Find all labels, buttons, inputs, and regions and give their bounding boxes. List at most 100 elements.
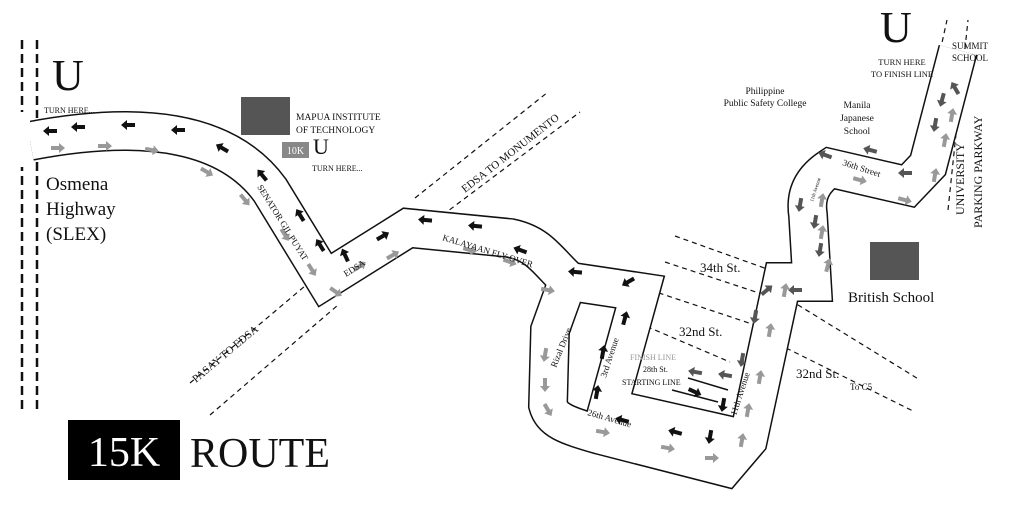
direction-arrow-icon <box>852 175 867 186</box>
summit-school-label: SCHOOL <box>952 53 988 63</box>
direction-arrow-icon <box>215 143 230 154</box>
28th-st-label: 28th St. <box>643 365 668 374</box>
direction-arrow-icon <box>418 214 433 225</box>
direction-arrow-icon <box>863 144 878 155</box>
direction-arrow-icon <box>621 276 636 287</box>
direction-arrow-icon <box>817 225 828 240</box>
direction-arrow-icon <box>340 248 350 263</box>
university-parkway-label: PARKING PARKWAY <box>971 115 985 228</box>
direction-arrow-icon <box>199 166 214 177</box>
direction-arrow-icon <box>929 117 940 132</box>
direction-arrow-icon <box>620 311 631 326</box>
direction-arrows <box>43 81 961 463</box>
direction-arrow-icon <box>144 145 159 156</box>
direction-arrow-icon <box>353 261 366 272</box>
route-distance-badge: 15K <box>88 430 160 476</box>
osmena-label: (SLEX) <box>46 224 106 245</box>
turn-here-left: TURN HERE... <box>44 106 95 115</box>
direction-arrow-icon <box>542 402 553 417</box>
direction-arrow-icon <box>749 309 760 324</box>
route-road <box>0 44 978 490</box>
osmena-highway-lines <box>20 40 39 412</box>
osmena-label: Highway <box>46 199 116 220</box>
direction-arrow-icon <box>615 414 630 425</box>
direction-arrow-icon <box>818 149 833 160</box>
direction-arrow-icon <box>755 370 766 385</box>
direction-arrow-icon <box>940 133 951 148</box>
finish-line-label: FINISH LINE <box>630 353 676 362</box>
edsa-to-monumento-label: EDSA TO MONUMENTO <box>459 112 561 196</box>
turn-here-finish: TURN HERE <box>878 57 925 67</box>
british-school-building <box>870 242 919 280</box>
direction-arrow-icon <box>51 143 65 153</box>
32nd-st-label: 32nd St. <box>796 366 839 381</box>
summit-school-label: SUMMIT <box>952 41 989 51</box>
10k-tag <box>282 142 309 158</box>
route-title-label: ROUTE <box>190 431 330 477</box>
direction-arrow-icon <box>592 385 603 400</box>
direction-arrow-icon <box>687 387 702 397</box>
direction-arrow-icon <box>540 378 550 392</box>
manila-japanese-school-label: School <box>844 127 871 137</box>
turn-here-10k: TURN HERE... <box>312 164 363 173</box>
direction-arrow-icon <box>375 231 390 242</box>
direction-arrow-icon <box>705 453 719 463</box>
direction-arrow-icon <box>295 209 306 222</box>
turn-here-finish: TO FINISH LINE <box>871 69 933 79</box>
direction-arrow-icon <box>468 220 483 231</box>
direction-arrow-icon <box>171 125 185 135</box>
direction-arrow-icon <box>595 427 610 438</box>
direction-arrow-icon <box>540 285 555 296</box>
direction-arrow-icon <box>660 443 675 454</box>
direction-arrow-icon <box>780 283 791 298</box>
direction-arrow-icon <box>947 108 958 123</box>
direction-arrow-icon <box>257 169 269 182</box>
direction-arrow-icon <box>121 120 135 130</box>
u-turn-icon: U <box>313 134 329 159</box>
ppsc-label: Philippine <box>745 87 784 97</box>
direction-arrow-icon <box>950 81 961 96</box>
route-title: 15K ROUTE <box>68 420 330 480</box>
direction-arrow-icon <box>98 141 112 151</box>
direction-arrow-icon <box>736 352 747 367</box>
direction-arrow-icon <box>765 323 776 338</box>
pasay-to-edsa-label: PASAY TO EDSA <box>190 323 261 385</box>
direction-arrow-icon <box>539 347 550 362</box>
mapua-label: MAPUA INSTITUTE <box>296 113 381 123</box>
direction-arrow-icon <box>385 250 400 261</box>
direction-arrow-icon <box>809 214 820 229</box>
u-turn-icon: U <box>880 3 912 52</box>
ppsc-label: Public Safety College <box>724 98 807 109</box>
mapua-building <box>241 97 290 135</box>
to-c5-label: To C5 <box>850 382 873 392</box>
direction-arrow-icon <box>306 263 317 276</box>
mapua-label: OF TECHNOLOGY <box>296 126 375 136</box>
direction-arrow-icon <box>814 242 825 257</box>
direction-arrow-icon <box>315 239 326 252</box>
34th-st-label: 34th St. <box>700 260 740 275</box>
direction-arrow-icon <box>238 193 250 206</box>
u-turn-icon: U <box>52 51 84 100</box>
32nd-st-label: 32nd St. <box>679 324 722 339</box>
manila-japanese-school-label: Japanese <box>840 114 874 124</box>
direction-arrow-icon <box>936 92 947 107</box>
direction-arrow-icon <box>788 285 802 295</box>
direction-arrow-icon <box>794 197 805 212</box>
direction-arrow-icon <box>568 266 583 277</box>
direction-arrow-icon <box>43 126 57 136</box>
osmena-label: Osmena <box>46 174 109 195</box>
direction-arrow-icon <box>817 193 828 208</box>
10k-tag-label: 10K <box>287 146 305 157</box>
direction-arrow-icon <box>668 426 683 437</box>
direction-arrow-icon <box>823 258 834 273</box>
direction-arrow-icon <box>760 285 773 297</box>
university-parkway-label: UNIVERSITY <box>953 143 967 215</box>
direction-arrow-icon <box>71 122 85 132</box>
direction-arrow-icon <box>717 397 728 412</box>
direction-arrow-icon <box>502 257 517 268</box>
direction-arrow-icon <box>329 286 342 297</box>
direction-arrow-icon <box>897 195 912 206</box>
direction-arrow-icon <box>598 345 609 360</box>
direction-arrow-icon <box>737 433 748 448</box>
